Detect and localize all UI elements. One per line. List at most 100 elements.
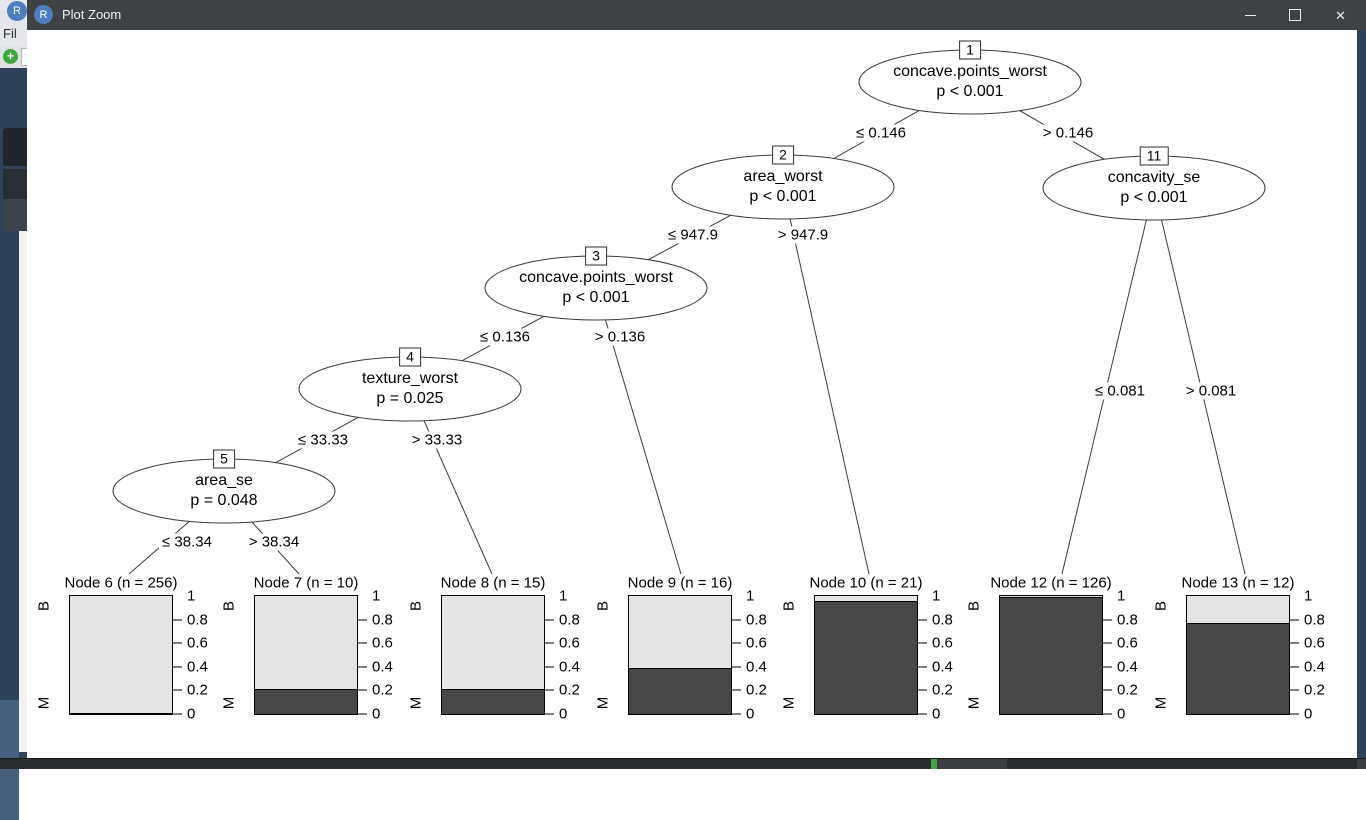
y-tick-label: 0.8 [932,611,953,629]
y-axis-tick: 0.2 [545,682,580,699]
node-number-badge: 2 [772,145,794,165]
y-axis-tick: 0.4 [1103,659,1138,676]
y-tick-label: 0.4 [559,658,580,676]
titlebar[interactable]: R Plot Zoom ✕ [27,0,1366,30]
y-axis-tick: 0 [1290,706,1312,723]
y-tick-label: 1 [187,587,196,605]
y-tick-label: 1 [746,587,755,605]
class-distribution-bar [1186,595,1290,715]
edge-label: ≤ 33.33 [295,431,351,449]
node-variable: concave.points_worst [519,269,673,286]
y-tick-label: 0 [372,705,381,723]
plus-icon[interactable]: + [3,49,18,64]
edge-label: ≤ 947.9 [665,226,721,244]
node-number-badge: 5 [213,449,235,469]
rstudio-app-icon: R [7,1,27,21]
y-tick-label: 0.6 [372,634,393,652]
y-axis-tick: 0.8 [1290,612,1325,629]
class-distribution-bar [69,595,173,715]
node-variable: concave.points_worst [893,63,1047,80]
y-axis-tick: 0.4 [358,659,393,676]
file-menu-partial[interactable]: Fil [3,26,17,41]
malignant-segment [70,713,172,714]
node-variable: area_se [195,472,253,489]
background-right-edge [1357,30,1366,758]
y-axis-tick: 0.2 [918,682,953,699]
r-app-icon: R [34,5,53,24]
node-text: area_worst p < 0.001 [668,167,898,207]
malignant-segment [1000,597,1102,714]
y-axis-tick: 0.2 [732,682,767,699]
y-tick-label: 0 [932,705,941,723]
edge-label: ≤ 0.136 [477,328,533,346]
node-pvalue: p < 0.001 [936,83,1004,100]
node-number-badge: 3 [585,246,607,266]
terminal-node-title: Node 6 (n = 256) [64,574,178,592]
y-axis-tick: 0 [732,706,754,723]
class-distribution-bar [999,595,1103,715]
y-axis-tick: 1 [173,588,195,605]
node-text: texture_worst p = 0.025 [295,369,525,409]
taskbar-button[interactable] [937,759,1007,769]
node-variable: texture_worst [361,370,459,387]
minimize-button[interactable] [1228,0,1273,30]
y-axis-tick: 0.4 [545,659,580,676]
class-label-b: B [594,600,612,612]
terminal-node-title: Node 9 (n = 16) [627,574,733,592]
y-tick-label: 0.6 [559,634,580,652]
y-axis-tick: 0.8 [173,612,208,629]
node-text: concavity_se p < 0.001 [1039,168,1269,208]
close-button[interactable]: ✕ [1318,0,1363,30]
y-tick-label: 0 [559,705,568,723]
maximize-button[interactable] [1272,0,1317,30]
terminal-node-title: Node 7 (n = 10) [253,574,359,592]
terminal-node-title: Node 13 (n = 12) [1181,574,1295,592]
y-tick-label: 0.2 [1304,681,1325,699]
y-axis-tick: 0.2 [358,682,393,699]
rstudio-tab-sliver-2 [3,169,27,199]
rstudio-icon-letter: R [13,5,21,17]
rstudio-pane-sliver [0,68,27,820]
new-document-icon [21,48,28,66]
rstudio-titlebar-sliver: R Fil [0,0,27,46]
y-axis-tick: 1 [1290,588,1312,605]
y-axis-tick: 0 [918,706,940,723]
y-tick-label: 0 [746,705,755,723]
malignant-segment [255,689,357,714]
y-tick-label: 0 [1304,705,1313,723]
y-axis-tick: 0.6 [173,635,208,652]
node-variable: area_worst [743,168,823,185]
node-text: area_se p = 0.048 [109,471,339,511]
y-axis-tick: 0.6 [358,635,393,652]
class-label-b: B [35,600,53,612]
malignant-segment [1187,623,1289,714]
y-tick-label: 0.8 [372,611,393,629]
y-tick-label: 0.4 [187,658,208,676]
y-tick-label: 0.8 [559,611,580,629]
maximize-icon [1288,9,1301,21]
edge-label: ≤ 0.081 [1092,382,1148,400]
edge-label: > 947.9 [774,226,832,244]
y-axis-tick: 0.8 [1103,612,1138,629]
edge-label: > 33.33 [408,431,466,449]
class-label-b: B [1152,600,1170,612]
rstudio-toolbar-sliver: + [0,46,28,68]
y-axis-tick: 1 [1103,588,1125,605]
taskbar-corner-segment [1357,759,1366,769]
y-axis-tick: 0.8 [358,612,393,629]
y-tick-label: 0.4 [372,658,393,676]
class-label-m: M [965,696,983,710]
taskbar-active-indicator [931,759,937,769]
class-label-b: B [965,600,983,612]
y-tick-label: 1 [1117,587,1126,605]
y-axis-tick: 0 [173,706,195,723]
y-axis-tick: 0 [545,706,567,723]
y-axis-tick: 0 [358,706,380,723]
node-pvalue: p = 0.048 [190,492,258,509]
node-pvalue: p < 0.001 [1120,189,1188,206]
window-title: Plot Zoom [62,7,122,22]
y-tick-label: 0.8 [1117,611,1138,629]
class-label-m: M [220,696,238,710]
y-tick-label: 0.6 [187,634,208,652]
